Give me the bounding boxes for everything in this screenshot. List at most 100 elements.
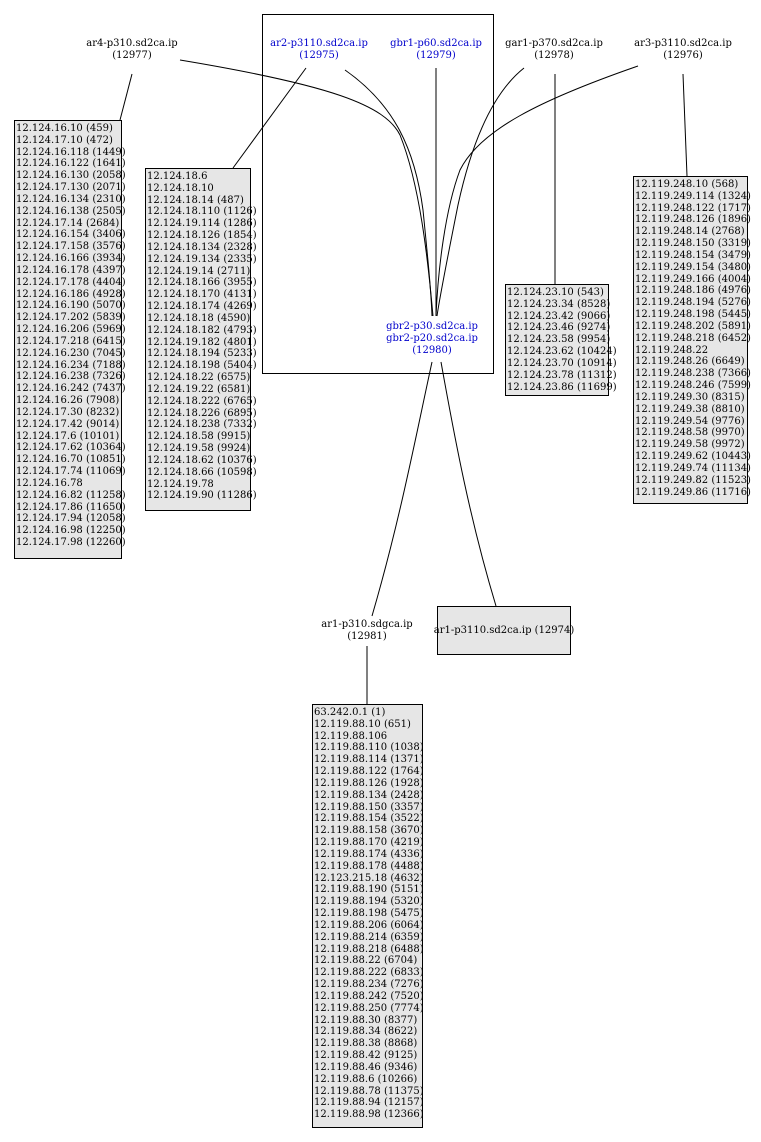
address-entry: 12.124.17.94 (12058) <box>16 513 126 525</box>
address-entry: 12.119.88.78 (11375) <box>314 1085 424 1097</box>
address-entry: 12.124.19.78 <box>147 478 214 490</box>
address-entry: 12.119.249.74 (11134) <box>635 462 751 474</box>
address-entry: 12.124.16.98 (12250) <box>16 525 126 537</box>
node-ar4[interactable]: ar4-p310.sd2ca.ip (12977) <box>70 38 194 62</box>
address-entry: 12.124.17.178 (4404) <box>16 276 126 288</box>
address-entry: 12.124.16.130 (2058) <box>16 170 126 182</box>
address-entry: 12.119.249.62 (10443) <box>635 451 751 463</box>
address-entry: 12.119.88.206 (6064) <box>314 919 424 931</box>
node-ar1-sdgca[interactable]: ar1-p310.sdgca.ip (12981) <box>307 619 427 643</box>
address-entry: 12.124.19.14 (2711) <box>147 265 251 277</box>
address-entry: 12.124.17.218 (6415) <box>16 335 126 347</box>
node-gbr2-name1: gbr2-p30.sd2ca.ip <box>386 321 478 332</box>
address-entry: 12.119.88.6 (10266) <box>314 1073 418 1085</box>
address-entry: 12.124.17.6 (10101) <box>16 430 120 442</box>
address-entry: 12.119.88.30 (8377) <box>314 1014 418 1026</box>
node-gbr1[interactable]: gbr1-p60.sd2ca.ip (12979) <box>380 38 492 62</box>
address-entry: 12.119.248.202 (5891) <box>635 320 751 332</box>
address-entry: 12.124.18.238 (7332) <box>147 419 257 431</box>
address-entry: 12.124.18.14 (487) <box>147 194 244 206</box>
address-entry: 12.124.18.126 (1854) <box>147 230 257 242</box>
address-entry: 12.119.248.246 (7599) <box>635 380 751 392</box>
node-gbr2-id: (12980) <box>412 345 452 356</box>
node-gbr2-name2: gbr2-p20.sd2ca.ip <box>386 333 478 344</box>
address-entry: 12.124.16.26 (7908) <box>16 395 120 407</box>
address-entry: 12.124.17.74 (11069) <box>16 466 126 478</box>
node-ar4-id: (12977) <box>112 50 152 61</box>
node-ar2[interactable]: ar2-p3110.sd2ca.ip (12975) <box>262 38 376 62</box>
address-entry: 12.124.16.82 (11258) <box>16 489 126 501</box>
address-entry: 12.119.88.126 (1928) <box>314 777 424 789</box>
address-entry: 12.124.17.30 (8232) <box>16 406 120 418</box>
address-entry: 12.119.88.250 (7774) <box>314 1002 424 1014</box>
address-entry: 12.119.88.194 (5320) <box>314 896 424 908</box>
address-entry: 12.124.16.238 (7326) <box>16 371 126 383</box>
address-entry: 12.119.248.26 (6649) <box>635 356 745 368</box>
address-entry: 12.124.17.10 (472) <box>16 134 113 146</box>
address-entry: 12.124.19.134 (2335) <box>147 253 257 265</box>
address-entry: 12.119.88.218 (6488) <box>314 943 424 955</box>
address-entry: 12.119.88.94 (12157) <box>314 1097 424 1109</box>
address-entry: 12.124.17.62 (10364) <box>16 442 126 454</box>
edge-ar4-list <box>119 73 133 121</box>
address-entry: 12.124.16.166 (3934) <box>16 253 126 265</box>
node-ar3-name: ar3-p3110.sd2ca.ip <box>634 38 732 49</box>
edge-ar3-gbr2 <box>435 65 639 317</box>
address-entry: 12.124.18.194 (5233) <box>147 348 257 360</box>
edge-gbr2-ar1sd2 <box>440 361 497 607</box>
address-entry: 12.124.16.154 (3406) <box>16 229 126 241</box>
node-gar1-name: gar1-p370.sd2ca.ip <box>505 38 603 49</box>
address-entry: 12.124.16.138 (2505) <box>16 205 126 217</box>
node-gar1-id: (12978) <box>534 50 574 61</box>
address-entry: 12.124.16.206 (5969) <box>16 324 126 336</box>
address-entry: 12.124.23.86 (11699) <box>507 381 617 393</box>
address-entry: 12.119.88.106 <box>314 730 388 742</box>
address-entry: 12.124.18.226 (6895) <box>147 407 257 419</box>
address-entry: 12.124.19.22 (6581) <box>147 383 251 395</box>
address-entry: 12.124.16.242 (7437) <box>16 383 126 395</box>
edge-ar4-gbr2 <box>179 59 434 317</box>
address-entry: 12.119.88.42 (9125) <box>314 1050 418 1062</box>
node-ar2-id: (12975) <box>299 50 339 61</box>
address-entry: 12.119.88.174 (4336) <box>314 848 424 860</box>
address-entry: 12.124.18.134 (2328) <box>147 241 257 253</box>
node-ar3-id: (12976) <box>663 50 703 61</box>
address-entry: 12.119.249.86 (11716) <box>635 486 751 498</box>
address-entry: 12.119.88.122 (1764) <box>314 766 424 778</box>
node-ar1-sdgca-id: (12981) <box>347 631 387 642</box>
address-entry: 12.124.17.86 (11650) <box>16 501 126 513</box>
address-entry: 12.124.18.110 (1126) <box>147 206 257 218</box>
node-gbr1-name: gbr1-p60.sd2ca.ip <box>390 38 482 49</box>
address-entry: 12.124.16.134 (2310) <box>16 193 126 205</box>
address-entry: 12.124.18.22 (6575) <box>147 372 251 384</box>
address-entry: 12.119.249.82 (11523) <box>635 474 751 486</box>
address-entry: 12.124.18.222 (6765) <box>147 395 257 407</box>
address-entry: 12.124.18.6 <box>147 171 208 182</box>
address-entry: 12.124.16.122 (1641) <box>16 158 126 170</box>
address-entry: 12.124.16.190 (5070) <box>16 300 126 312</box>
address-list-gar1: 12.124.23.10 (543)12.124.23.34 (8528)12.… <box>505 284 617 396</box>
address-entry: 12.124.17.130 (2071) <box>16 182 126 194</box>
address-entry: 12.119.88.242 (7520) <box>314 990 424 1002</box>
node-gar1[interactable]: gar1-p370.sd2ca.ip (12978) <box>496 38 612 62</box>
cluster-box <box>262 14 494 374</box>
node-ar1-sd2ca[interactable]: ar1-p3110.sd2ca.ip (12974) <box>434 606 574 655</box>
address-entry: 12.119.248.126 (1896) <box>635 214 751 226</box>
address-list-ar4: 12.124.16.10 (459)12.124.17.10 (472) 12.1… <box>14 120 126 559</box>
address-entry: 12.119.88.170 (4219) <box>314 837 424 849</box>
address-entry: 12.124.16.230 (7045) <box>16 347 126 359</box>
address-entry: 12.119.248.10 (568) <box>635 179 739 190</box>
address-list-ar1-sdgca: 63.242.0.1 (1)12.119.88.10 (651)12.119.8… <box>312 704 424 1128</box>
address-entry: 12.124.17.98 (12260) <box>16 536 126 548</box>
address-list-ar3: 12.119.248.10 (568)12.119.249.114 (1324)… <box>633 176 751 504</box>
address-entry: 12.124.23.46 (9274) <box>507 322 611 334</box>
address-entry: 12.124.23.70 (10914) <box>507 357 617 369</box>
node-ar3[interactable]: ar3-p3110.sd2ca.ip (12976) <box>620 38 746 62</box>
address-entry: 12.119.249.54 (9776) <box>635 415 745 427</box>
address-entry: 12.124.16.10 (459) <box>16 123 113 134</box>
address-entry: 12.119.88.114 (1371) <box>314 754 424 766</box>
address-entry: 12.124.18.66 (10598) <box>147 466 257 478</box>
node-gbr2[interactable]: gbr2-p30.sd2ca.ip gbr2-p20.sd2ca.ip (129… <box>376 321 488 357</box>
